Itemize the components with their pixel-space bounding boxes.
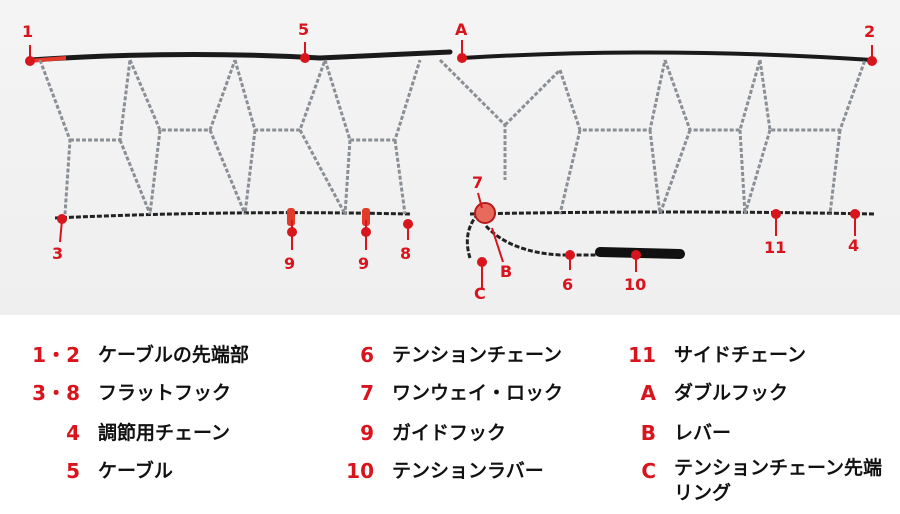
legend-item: 6 テンションチェーン: [318, 340, 562, 370]
legend-item: 1・2 ケーブルの先端部: [18, 340, 249, 370]
callout-10: 10: [624, 275, 647, 294]
legend-item: 3・8 フラットフック: [18, 378, 231, 408]
legend-number: 7: [360, 381, 374, 405]
side-chain-right: [469, 210, 876, 216]
tire-chain-photo: 1 5 A 2 7 3 9 9 8 B C 6 10 11 4: [0, 0, 900, 315]
guide-hook-2: [362, 208, 370, 226]
callout-1: 1: [22, 22, 34, 41]
one-way-lock: [474, 202, 496, 224]
legend-number: C: [641, 459, 656, 483]
callout-7: 7: [472, 173, 484, 192]
cable-left: [27, 49, 453, 63]
legend-number: 6: [360, 343, 374, 367]
legend-number: 4: [66, 421, 80, 445]
legend-label: レバー: [674, 422, 732, 444]
callout-8: 8: [400, 244, 412, 263]
legend-item: 9 ガイドフック: [318, 418, 506, 448]
legend-number: 10: [346, 459, 374, 483]
legend-number: 1・2: [32, 343, 80, 367]
callout-5: 5: [298, 20, 310, 39]
legend-label: テンションチェーン: [392, 344, 563, 366]
legend-number: 9: [360, 421, 374, 445]
legend-label: テンションチェーン先端リング: [674, 457, 883, 504]
callout-dots: [25, 53, 877, 267]
cable-right: [460, 50, 874, 62]
callout-4: 4: [848, 236, 860, 255]
callout-C: C: [474, 284, 486, 303]
legend-label: ガイドフック: [392, 422, 507, 444]
legend-item: B レバー: [610, 418, 731, 448]
callout-9-right: 9: [358, 254, 370, 273]
legend-label: フラットフック: [98, 382, 232, 404]
legend-number: 5: [66, 459, 80, 483]
legend-number: 11: [628, 343, 656, 367]
legend-number: B: [640, 421, 656, 445]
callout-A: A: [455, 20, 468, 39]
tire-chain-illustration: [25, 40, 877, 290]
legend-label: 調節用チェーン: [98, 422, 231, 444]
legend-item: 11 サイドチェーン: [610, 340, 806, 370]
ladder-chains-left: [38, 59, 422, 215]
legend-label: ケーブルの先端部: [98, 344, 249, 366]
legend-item: A ダブルフック: [610, 378, 789, 408]
callout-2: 2: [864, 22, 876, 41]
legend-item: 10 テンションラバー: [318, 456, 544, 486]
legend-item: 4 調節用チェーン: [18, 418, 230, 448]
legend-number: A: [640, 381, 656, 405]
legend-number: 3・8: [32, 381, 80, 405]
callout-3: 3: [52, 244, 64, 263]
legend-item: C テンションチェーン先端リング: [610, 456, 884, 504]
legend-label: ケーブル: [98, 460, 173, 482]
callout-B: B: [500, 262, 513, 281]
callout-11: 11: [764, 238, 787, 257]
ladder-chains-right: [438, 58, 867, 215]
legend-label: ダブルフック: [674, 382, 789, 404]
parts-legend: 1・2 ケーブルの先端部 3・8 フラットフック 4 調節用チェーン 5 ケーブ…: [0, 330, 900, 514]
side-chain-left: [54, 211, 411, 220]
legend-label: サイドチェーン: [674, 344, 807, 366]
callout-6: 6: [562, 275, 574, 294]
callout-9-left: 9: [284, 254, 296, 273]
legend-item: 7 ワンウェイ・ロック: [318, 378, 563, 408]
legend-label: テンションラバー: [392, 460, 544, 482]
legend-label: ワンウェイ・ロック: [392, 382, 564, 404]
legend-item: 5 ケーブル: [18, 456, 173, 486]
